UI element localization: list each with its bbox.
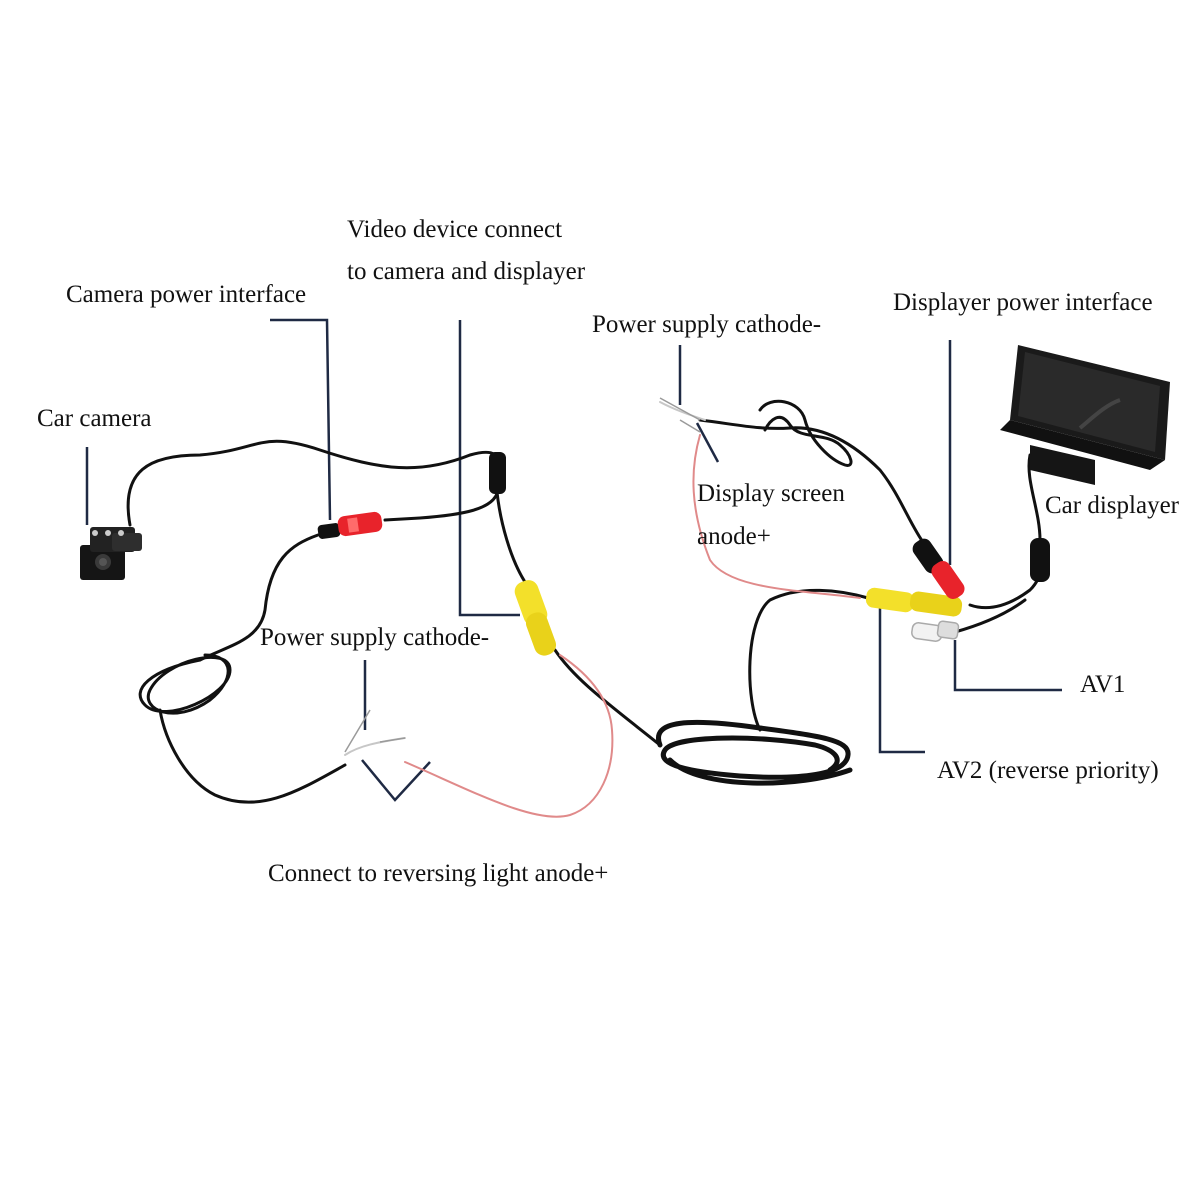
camera-power-connector — [317, 511, 383, 539]
pointer-reversing-light — [361, 759, 431, 802]
wire-tip-left-b — [379, 737, 406, 743]
pointer-lines — [85, 318, 1062, 802]
wire-tip-right-b — [679, 419, 701, 433]
pointer-display-anode — [695, 422, 720, 463]
right-coil — [758, 399, 853, 467]
pointer-camera-power — [270, 318, 332, 521]
extension-cable-right — [748, 588, 870, 732]
label-car-displayer: Car displayer — [1045, 492, 1179, 519]
label-displayer-power-interface: Displayer power interface — [893, 289, 1153, 316]
camera-cable — [126, 439, 500, 527]
label-display-screen-line1: Display screen — [697, 480, 845, 507]
label-av2: AV2 (reverse priority) — [937, 757, 1159, 784]
label-camera-power-interface: Camera power interface — [66, 281, 307, 308]
label-video-device-line2: to camera and displayer — [347, 258, 586, 285]
car-camera — [80, 527, 142, 580]
extension-coil — [656, 719, 853, 786]
wire-tips — [344, 397, 701, 753]
right-power-cable — [698, 418, 927, 547]
cathode-wire-right — [659, 401, 706, 421]
label-connect-reversing-light: Connect to reversing light anode+ — [268, 860, 609, 887]
left-coil — [138, 653, 347, 804]
pointer-av2 — [878, 605, 925, 754]
label-av1: AV1 — [1080, 671, 1126, 698]
pointer-video-device — [458, 320, 520, 617]
label-display-screen-line2: anode+ — [697, 523, 771, 550]
power-cable-left — [198, 533, 320, 662]
label-video-device-line1: Video device connect — [347, 216, 563, 243]
car-displayer — [1000, 345, 1170, 485]
label-car-camera: Car camera — [37, 405, 152, 432]
label-power-supply-cathode-left: Power supply cathode- — [260, 624, 490, 651]
cathode-wire-left — [344, 737, 406, 756]
reversing-wire — [404, 654, 614, 818]
video-cable-left — [495, 490, 529, 587]
video-rca-connector — [514, 580, 557, 656]
av1-connector — [911, 620, 960, 642]
display-power-connector — [912, 538, 965, 599]
label-power-supply-cathode-right: Power supply cathode- — [592, 311, 822, 338]
video-cable-mid — [553, 648, 662, 747]
wire-tip-left-a — [344, 709, 371, 753]
display-cable-connector — [1030, 538, 1050, 582]
connectors — [317, 452, 1050, 656]
pointer-av1 — [953, 640, 1062, 692]
display-main-cable — [1027, 453, 1042, 542]
camera-power-cable — [383, 488, 500, 522]
wire-tip-right-a — [659, 397, 701, 421]
display-av1-cable — [953, 598, 1027, 634]
display-anode-wire — [692, 434, 861, 599]
junction-connector-top — [489, 452, 506, 494]
